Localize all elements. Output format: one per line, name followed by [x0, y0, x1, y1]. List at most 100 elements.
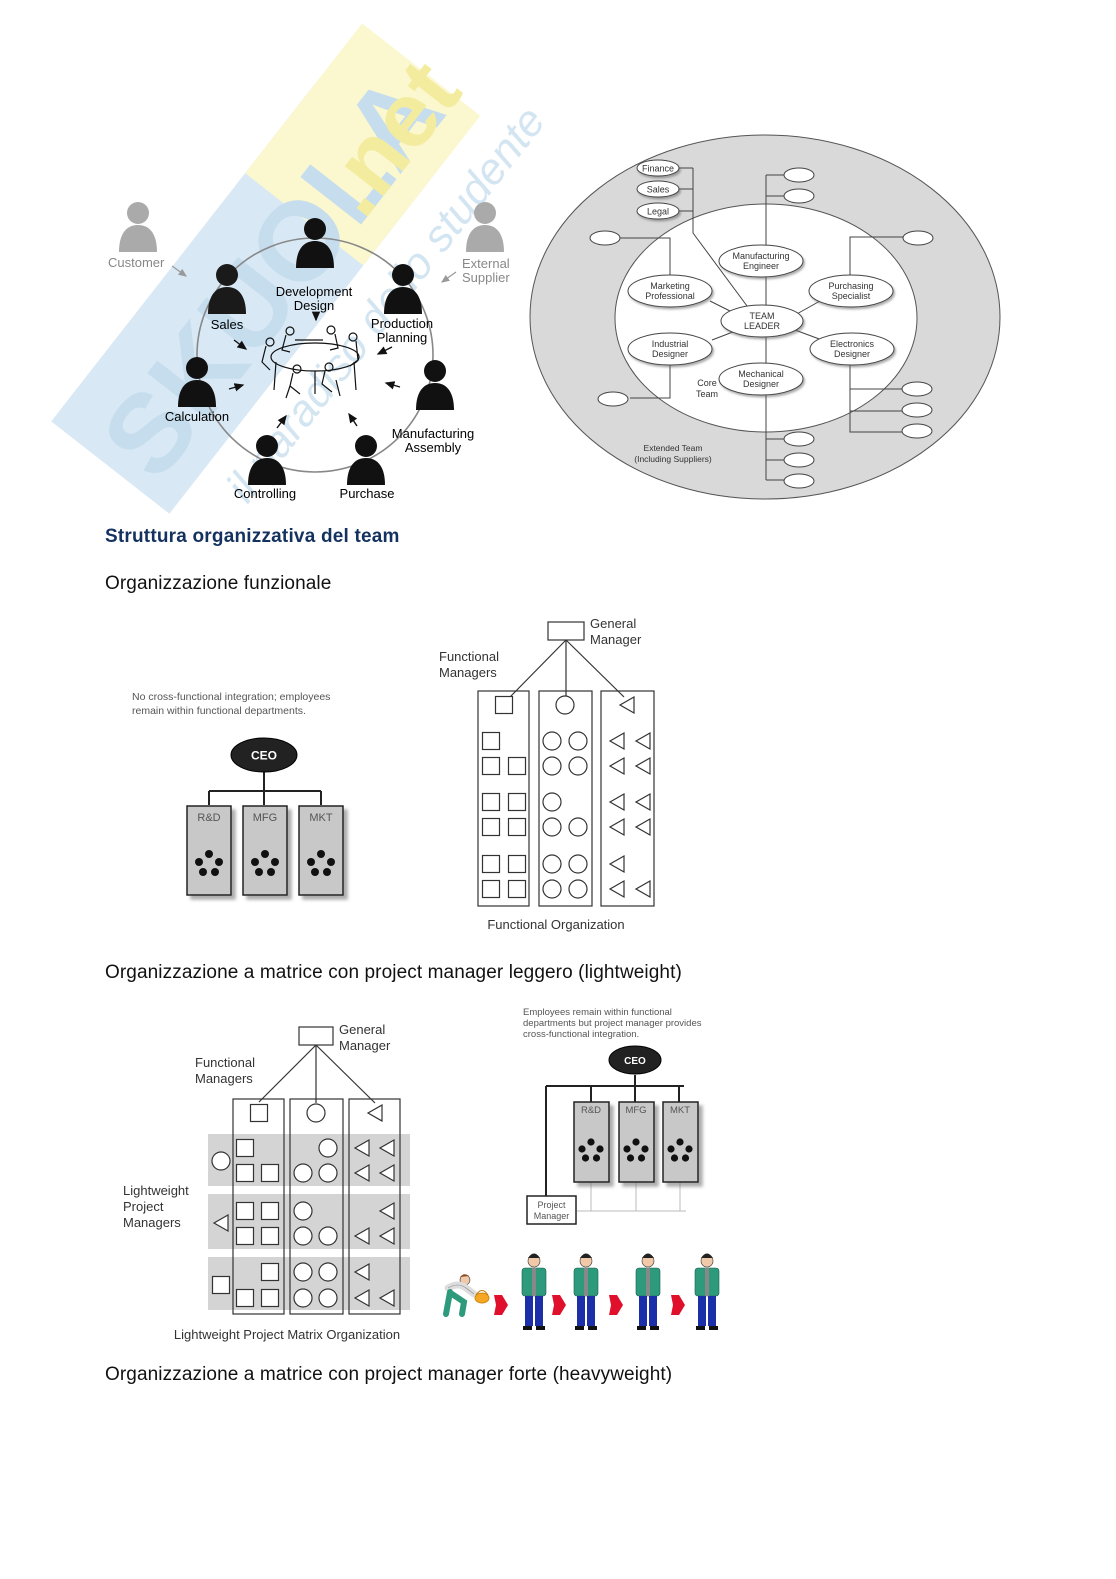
worker-person-icon	[521, 1253, 547, 1331]
circle-employee-icon	[542, 879, 562, 899]
team-leader-node: TEAM LEADER	[720, 304, 804, 338]
department-column	[538, 690, 593, 907]
circle-employee-icon	[568, 756, 588, 776]
circle-employee-icon	[318, 1288, 338, 1308]
ceo-node: CEO	[230, 737, 298, 773]
square-employee-icon	[235, 1201, 255, 1221]
triangle-employee-icon	[367, 1104, 383, 1122]
functional-caption-1: No cross-functional integration; employe…	[132, 691, 330, 703]
dept-label: MFG	[625, 1105, 646, 1116]
circle-employee-icon	[568, 731, 588, 751]
extended-team-label-1: Extended Team	[644, 443, 703, 453]
lightweight-caption: Lightweight Project Matrix Organization	[174, 1327, 400, 1342]
circle-employee-icon	[542, 792, 562, 812]
square-employee-icon	[260, 1201, 280, 1221]
square-employee-icon	[260, 1262, 280, 1282]
triangle-employee-icon	[609, 757, 625, 775]
arrow-icon	[348, 412, 358, 427]
sales-ext-label: Sales	[647, 185, 670, 195]
dept-label: MKT	[670, 1105, 690, 1116]
arrow-icon	[276, 414, 287, 429]
square-employee-icon	[235, 1226, 255, 1246]
controlling-person-icon	[248, 435, 286, 485]
core-member-mechanical-designer: Mechanical Designer	[718, 362, 804, 396]
functional-ceo-diagram: No cross-functional integration; employe…	[132, 691, 344, 896]
empty-oval	[597, 391, 629, 407]
circle-employee-icon	[318, 1138, 338, 1158]
project-links	[577, 1182, 686, 1212]
team-leader-label-1: TEAM	[749, 311, 774, 321]
triangle-employee-icon	[609, 880, 625, 898]
gm-label-2: Manager	[339, 1038, 391, 1053]
square-employee-icon	[507, 792, 527, 812]
red-arrow-icon	[671, 1295, 685, 1315]
team-circle-diagram: Customer External Supplier Development D…	[108, 202, 510, 501]
extended-oval-finance: Finance	[636, 159, 680, 177]
triangle-employee-icon	[619, 696, 635, 714]
ceo-label: CEO	[624, 1056, 646, 1067]
circle-employee-icon	[293, 1201, 313, 1221]
square-employee-icon	[260, 1288, 280, 1308]
relay-illustration	[443, 1253, 720, 1331]
sales-label: Sales	[211, 317, 244, 332]
circle-employee-icon	[568, 817, 588, 837]
extended-team-label-2: (Including Suppliers)	[634, 454, 712, 464]
empty-oval	[901, 402, 933, 418]
fm-label-2: Managers	[195, 1071, 253, 1086]
hierarchy-lines	[509, 639, 625, 698]
external-supplier-label-2: Supplier	[462, 270, 510, 285]
circle-employee-icon	[318, 1262, 338, 1282]
fm-label-2: Managers	[439, 665, 497, 680]
triangle-employee-icon	[635, 793, 651, 811]
production-person-icon	[384, 264, 422, 314]
core-team-label-1: Core	[697, 378, 717, 388]
lightweight-caption-1: Employees remain within functional	[523, 1007, 672, 1018]
triangle-employee-icon	[635, 757, 651, 775]
triangle-employee-icon	[635, 732, 651, 750]
circle-employee-icon	[568, 879, 588, 899]
org-lines	[545, 1075, 684, 1196]
square-employee-icon	[235, 1288, 255, 1308]
empty-oval	[783, 452, 815, 468]
employee-shapes	[481, 695, 651, 899]
customer-label: Customer	[108, 255, 165, 270]
core-member-manufacturing-engineer: Manufacturing Engineer	[718, 244, 804, 278]
department-rd: R&D	[186, 805, 232, 896]
controlling-label: Controlling	[234, 486, 296, 501]
finance-label: Finance	[642, 164, 674, 174]
circle-employee-icon	[555, 695, 575, 715]
square-employee-icon	[235, 1138, 255, 1158]
square-employee-icon	[494, 695, 514, 715]
team-leader-label-2: LEADER	[744, 321, 781, 331]
square-employee-icon	[481, 817, 501, 837]
worker-person-icon	[635, 1253, 661, 1331]
functional-caption-2: remain within functional departments.	[132, 705, 306, 717]
circle-employee-icon	[542, 817, 562, 837]
gm-label-1: General	[590, 616, 636, 631]
member-label-2: Specialist	[832, 291, 871, 301]
arrow-icon	[228, 383, 245, 392]
general-manager-box	[298, 1026, 334, 1046]
project-manager-node: Project Manager	[526, 1195, 577, 1225]
worker-person-icon	[694, 1253, 720, 1331]
production-label-1: Production	[371, 316, 433, 331]
circle-employee-icon	[318, 1163, 338, 1183]
org-lines	[208, 771, 322, 805]
purchase-label: Purchase	[340, 486, 395, 501]
red-arrow-icon	[494, 1295, 508, 1315]
development-label-2: Design	[294, 298, 334, 313]
member-label-2: Professional	[645, 291, 695, 301]
circle-employee-icon	[293, 1163, 313, 1183]
ceo-node: CEO	[608, 1045, 662, 1075]
square-employee-icon	[507, 879, 527, 899]
empty-oval	[901, 423, 933, 439]
development-label-1: Development	[276, 284, 353, 299]
square-employee-icon	[507, 854, 527, 874]
member-label-1: Electronics	[830, 339, 875, 349]
section-title: Struttura organizzativa del team	[105, 526, 400, 547]
square-employee-icon	[211, 1275, 231, 1295]
customer-arrow-icon	[171, 265, 187, 277]
circle-employee-icon	[542, 756, 562, 776]
manufacturing-person-icon	[416, 360, 454, 410]
